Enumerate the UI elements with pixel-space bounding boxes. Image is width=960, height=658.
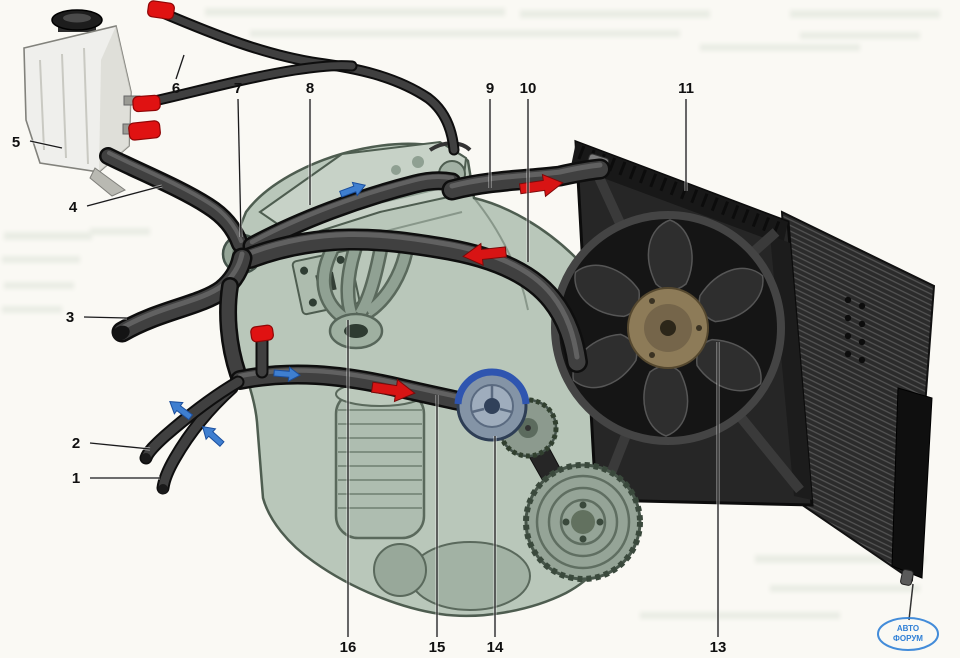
hose-heater-2	[139, 375, 245, 465]
flow-arrow-blue-3	[169, 401, 194, 421]
hose-radiator-upper	[441, 158, 611, 201]
drain-plug-line	[908, 583, 914, 621]
hub-bolt-1	[696, 325, 702, 331]
callout-number-5: 5	[12, 134, 20, 151]
callout-15: 15	[429, 395, 446, 656]
tank-ribs	[39, 47, 89, 165]
callout-number-8: 8	[306, 80, 314, 97]
radiator-drain-plug	[900, 569, 914, 586]
callout-number-15: 15	[429, 639, 446, 656]
cylinder-barrel	[334, 381, 426, 540]
flow-arrow-red-bottom	[370, 378, 416, 403]
callout-7: 7	[234, 80, 243, 238]
flow-arrow-red-top	[518, 173, 564, 198]
watermark-line-1: АВТО	[897, 624, 919, 633]
callout-4: 4	[69, 184, 163, 216]
callout-number-9: 9	[486, 80, 494, 97]
engine-lower-boss	[373, 543, 427, 597]
callout-number-1: 1	[72, 470, 80, 487]
belt-drive	[454, 368, 643, 582]
callout-number-11: 11	[678, 80, 694, 97]
flow-arrow-blue-4	[201, 426, 225, 447]
radiator-end-tank	[891, 387, 933, 579]
head-detail-1	[412, 156, 424, 168]
tank-cap-highlight	[63, 13, 91, 23]
crank-pulley	[523, 462, 643, 582]
hose-thermostat-down-branch	[219, 277, 247, 383]
marker-cap-lower-fitting	[128, 120, 161, 141]
tank-shading	[99, 26, 131, 172]
callout-10: 10	[520, 80, 537, 262]
hose-cut-end-3	[112, 325, 130, 341]
callout-leader-3	[83, 316, 128, 319]
callout-number-3: 3	[66, 309, 74, 326]
hub-bolt-3	[649, 298, 655, 304]
callout-number-2: 2	[72, 435, 80, 452]
pump-blue-pipe	[454, 368, 530, 405]
hose-cut-end-1	[158, 484, 168, 494]
hub-bolt-2	[649, 352, 655, 358]
callout-leader-7	[237, 98, 242, 238]
flow-arrow-blue-1	[339, 181, 367, 198]
tank-bracket	[89, 167, 126, 197]
water-pump	[454, 368, 530, 442]
marker-caps	[128, 0, 274, 343]
callout-2: 2	[72, 435, 151, 452]
flow-arrow-red-middle	[462, 242, 507, 267]
callout-5: 5	[12, 134, 63, 151]
fan-blades	[572, 219, 764, 437]
callout-11: 11	[678, 80, 694, 191]
fan-hub-center	[660, 320, 676, 336]
callout-number-7: 7	[234, 80, 242, 97]
callout-number-10: 10	[520, 80, 537, 97]
callout-leader-4	[86, 185, 163, 207]
mounting-hole-grid	[844, 296, 866, 364]
callout-leader-5	[29, 140, 63, 149]
callout-number-14: 14	[487, 639, 504, 656]
flow-arrows	[169, 173, 564, 447]
callout-leader-6	[175, 54, 185, 80]
head-detail-2	[391, 165, 401, 175]
callout-number-4: 4	[69, 199, 78, 216]
shroud-top-frame	[571, 142, 788, 245]
hose-lower-left-inlet	[111, 247, 253, 343]
callout-13: 13	[710, 342, 727, 656]
callout-3: 3	[66, 309, 128, 326]
hose-heater-1	[156, 381, 239, 495]
callout-number-16: 16	[340, 639, 357, 656]
callout-1: 1	[72, 470, 160, 487]
pump-spokes	[471, 385, 513, 414]
hose-thermostat-to-head	[242, 171, 462, 256]
page-bleed-texture	[2, 8, 940, 619]
fan-ring	[551, 211, 785, 445]
marker-cap-upper-fitting	[132, 94, 161, 113]
radiator-assembly	[551, 139, 936, 621]
watermark-line-2: ФОРУМ	[893, 634, 923, 643]
hose-tank-to-thermostat	[99, 147, 249, 253]
watermark-logo: АВТО ФОРУМ	[877, 617, 939, 651]
callout-6: 6	[172, 54, 186, 97]
callout-number-13: 13	[710, 639, 727, 656]
expansion-tank	[23, 9, 141, 197]
marker-cap-bleed	[250, 324, 274, 343]
hose-tank-steam-mid	[144, 60, 358, 108]
callout-9: 9	[486, 80, 494, 188]
callout-leader-2	[89, 442, 151, 450]
gearbox-housing	[409, 541, 531, 611]
callout-14: 14	[487, 436, 504, 656]
callouts: 1 2 3 4 5 6 7 8 9 10 11 13 14 15 16	[12, 54, 727, 656]
callout-16: 16	[340, 320, 357, 656]
hose-cut-end-2	[141, 453, 151, 463]
cooling-fan	[551, 211, 785, 445]
marker-cap-top	[147, 0, 175, 20]
flow-arrow-blue-2	[273, 366, 301, 383]
callout-8: 8	[306, 80, 314, 205]
callout-number-6: 6	[172, 80, 180, 97]
